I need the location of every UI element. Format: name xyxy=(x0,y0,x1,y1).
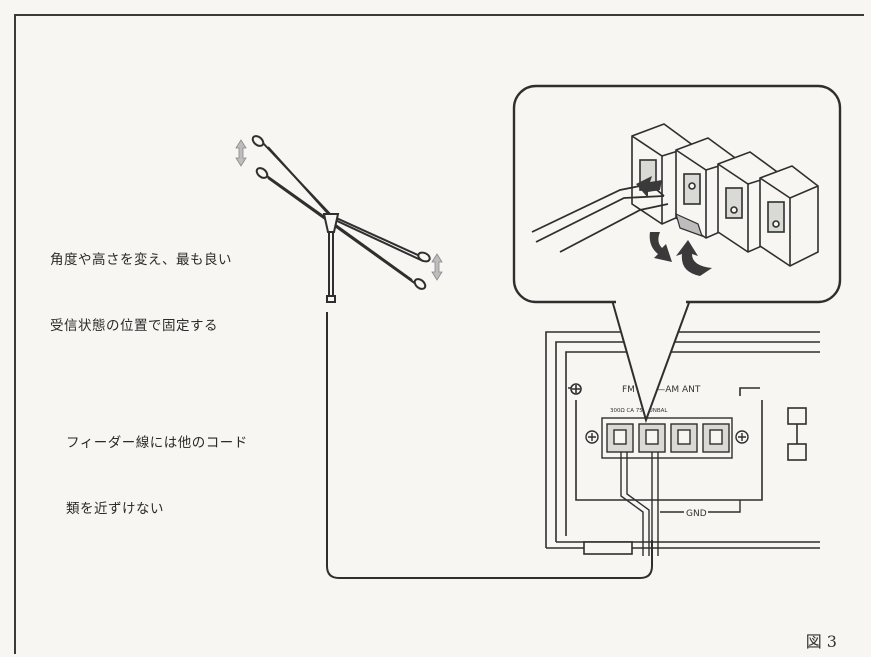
adjust-arrow-icon xyxy=(235,139,443,281)
release-arrow-icon xyxy=(676,240,712,276)
feeder-note-line-1: フィーダー線には他のコード xyxy=(66,435,248,451)
ground-label: GND xyxy=(686,509,707,519)
antenna-terminal-block xyxy=(585,417,749,556)
panel-spec-text: 300Ω CA 75Ω UNBAL xyxy=(610,408,668,414)
antenna-note-line-2: 受信状態の位置で固定する xyxy=(50,318,218,334)
magnified-callout xyxy=(512,84,842,424)
antenna-note-line-1: 角度や高さを変え、最も良い xyxy=(50,252,232,268)
antenna-adjust-note: 角度や高さを変え、最も良い 受信状態の位置で固定する xyxy=(50,205,232,359)
figure-frame xyxy=(14,14,864,654)
feeder-note: フィーダー線には他のコード 類を近ずけない xyxy=(66,388,248,542)
feeder-cable xyxy=(326,312,653,579)
panel-header-text: FM ANT—AM ANT xyxy=(622,385,701,395)
figure-label: 図 3 xyxy=(805,632,837,651)
feeder-note-line-2: 類を近ずけない xyxy=(66,501,164,517)
tuner-rear-panel xyxy=(545,331,820,555)
dipole-antenna xyxy=(251,135,431,303)
insert-arrow-icon xyxy=(636,176,662,198)
press-down-arrow-icon xyxy=(649,232,672,262)
